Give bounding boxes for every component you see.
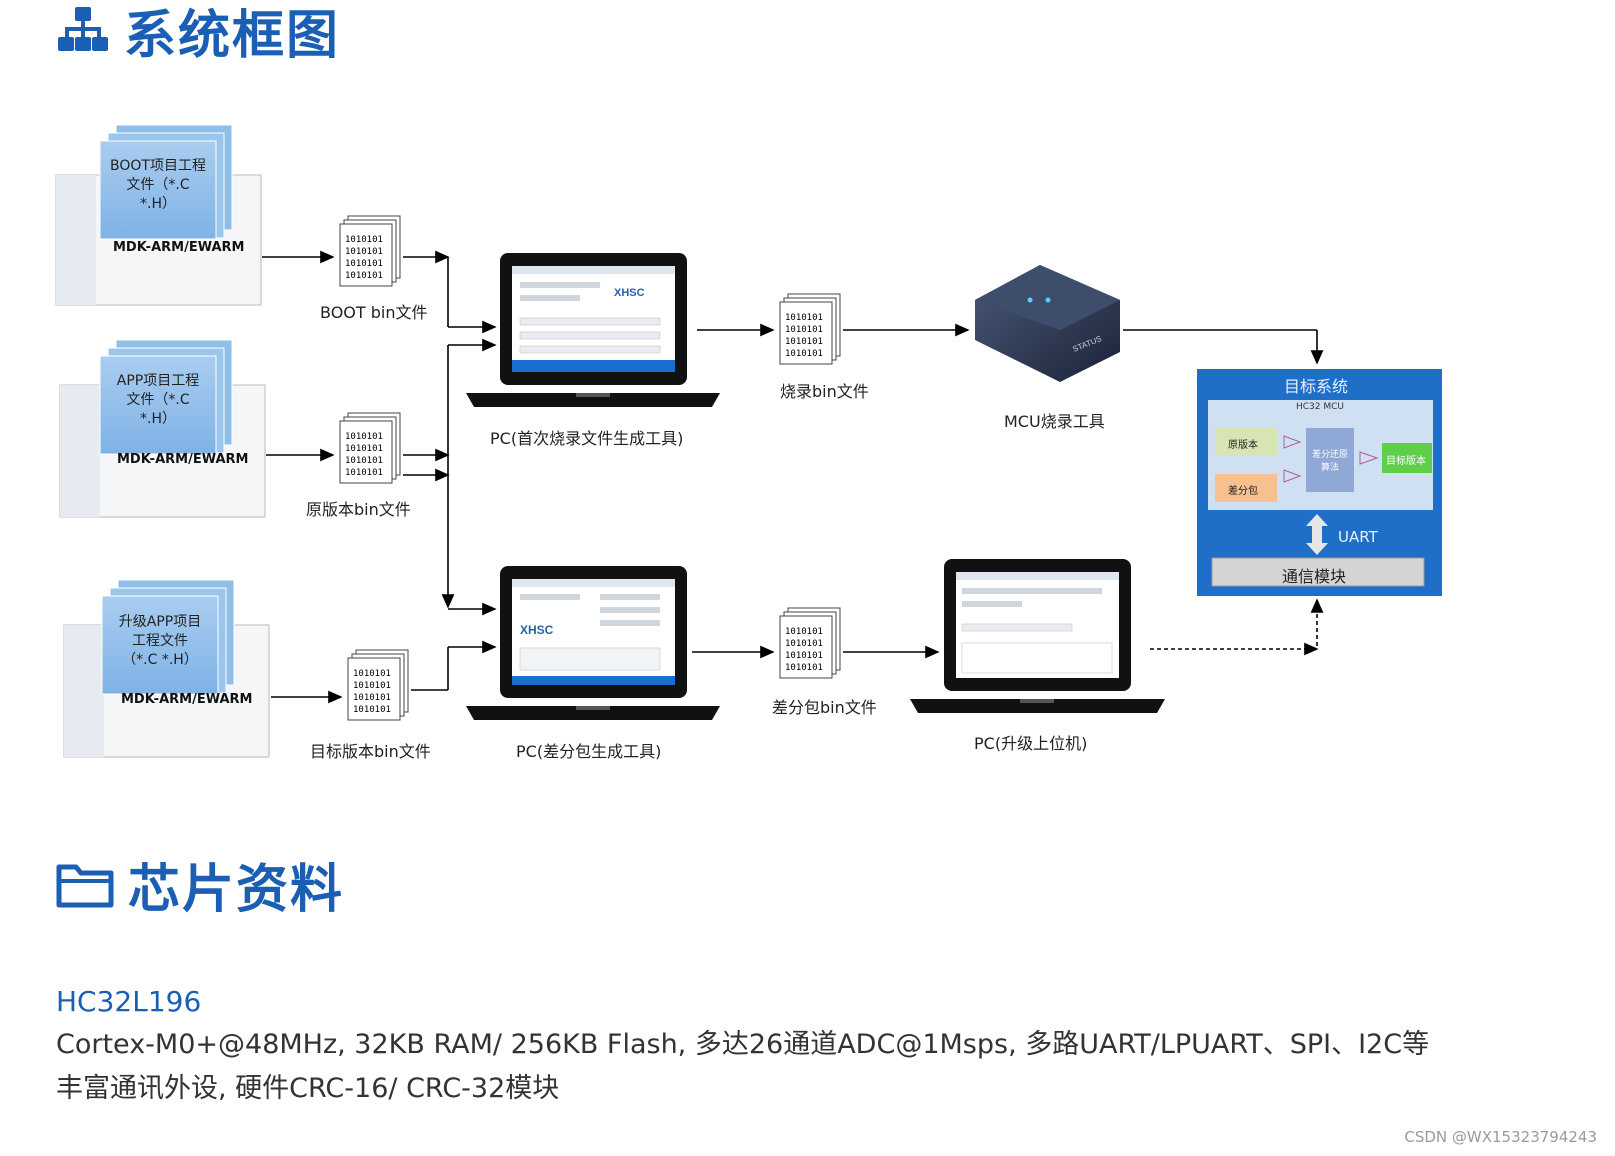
upgrade-project-label: 升级APP项目 工程文件 （*.C *.H） <box>118 614 202 668</box>
hierarchy-icon <box>58 7 108 51</box>
svg-text:1010101: 1010101 <box>345 259 383 269</box>
mcu-tool-label: MCU烧录工具 <box>1004 412 1105 431</box>
comm-module-block: 通信模块 <box>1282 567 1347 586</box>
target-version-block: 目标版本 <box>1386 456 1426 467</box>
svg-text:1010101: 1010101 <box>785 639 823 649</box>
section-title: 芯片资料 <box>128 859 345 920</box>
orig-bin-file-icon: 1010101 1010101 1010101 1010101 <box>339 412 401 484</box>
target-system-box <box>1197 369 1442 596</box>
svg-text:1010101: 1010101 <box>785 627 823 637</box>
boot-bin-file-icon: 1010101 1010101 1010101 1010101 <box>339 215 401 287</box>
mcu-label: HC32 MCU <box>1296 402 1345 412</box>
target-bin-label: 目标版本bin文件 <box>310 742 431 761</box>
diff-package-block: 差分包 <box>1228 486 1258 497</box>
svg-text:1010101: 1010101 <box>785 663 823 673</box>
svg-text:1010101: 1010101 <box>353 705 391 715</box>
target-bin-file-icon: 1010101 1010101 1010101 1010101 <box>347 649 409 721</box>
uart-label: UART <box>1338 528 1378 546</box>
svg-text:1010101: 1010101 <box>353 669 391 679</box>
svg-text:1010101: 1010101 <box>785 325 823 335</box>
laptop-upgrade-host <box>910 559 1165 713</box>
watermark: CSDN @WX15323794243 <box>1404 1128 1597 1146</box>
svg-text:1010101: 1010101 <box>345 468 383 478</box>
boot-project-files <box>55 124 262 306</box>
burn-bin-file-icon: 1010101 1010101 1010101 1010101 <box>779 293 841 365</box>
svg-text:1010101: 1010101 <box>353 681 391 691</box>
svg-text:1010101: 1010101 <box>345 247 383 257</box>
orig-version-block: 原版本 <box>1228 440 1258 451</box>
app-ide-label: MDK-ARM/EWARM <box>117 452 249 467</box>
svg-text:1010101: 1010101 <box>345 271 383 281</box>
boot-bin-label: BOOT bin文件 <box>320 303 428 322</box>
diff-restore-algo-block: 差分还原算法 <box>1311 450 1348 473</box>
boot-project-label: BOOT项目工程 文件（*.C *.H） <box>110 158 206 212</box>
svg-text:1010101: 1010101 <box>353 693 391 703</box>
target-system-title: 目标系统 <box>1284 377 1349 396</box>
laptop-first-burn-tool: XHSC <box>466 253 720 407</box>
orig-bin-label: 原版本bin文件 <box>306 500 411 519</box>
app-project-files <box>59 339 266 518</box>
svg-text:1010101: 1010101 <box>785 349 823 359</box>
chip-name-link[interactable]: HC32L196 <box>56 985 202 1018</box>
upgrade-project-files <box>63 579 270 758</box>
svg-text:1010101: 1010101 <box>345 444 383 454</box>
section-title: 系统框图 <box>124 5 341 66</box>
pc-diff-label: PC(差分包生成工具) <box>516 742 662 761</box>
svg-text:1010101: 1010101 <box>785 651 823 661</box>
svg-text:XHSC: XHSC <box>614 287 645 299</box>
chip-description-line2: 丰富通讯外设, 硬件CRC-16/ CRC-32模块 <box>56 1073 560 1104</box>
boot-ide-label: MDK-ARM/EWARM <box>113 240 245 255</box>
svg-text:1010101: 1010101 <box>345 456 383 466</box>
pc-upgrade-label: PC(升级上位机) <box>974 734 1088 753</box>
svg-text:1010101: 1010101 <box>345 235 383 245</box>
chip-description-line1: Cortex-M0+@48MHz, 32KB RAM/ 256KB Flash,… <box>56 1029 1430 1060</box>
svg-text:1010101: 1010101 <box>345 432 383 442</box>
folder-icon <box>56 864 114 908</box>
diff-bin-label: 差分包bin文件 <box>772 698 877 717</box>
pc-first-burn-label: PC(首次烧录文件生成工具) <box>490 429 684 448</box>
mcu-burn-tool-device: STATUS <box>975 265 1120 382</box>
svg-text:1010101: 1010101 <box>785 337 823 347</box>
laptop-diff-tool: XHSC <box>466 566 720 720</box>
upgrade-ide-label: MDK-ARM/EWARM <box>121 692 253 707</box>
svg-text:1010101: 1010101 <box>785 313 823 323</box>
connector-lines <box>262 250 1324 704</box>
chip-info-heading: 芯片资料 <box>56 852 344 920</box>
app-project-label: APP项目工程 文件（*.C *.H） <box>116 373 200 427</box>
diff-bin-file-icon: 1010101 1010101 1010101 1010101 <box>779 607 841 679</box>
system-block-diagram: 1010101 1010101 1010101 1010101 1010101 … <box>55 124 1442 758</box>
burn-bin-label: 烧录bin文件 <box>780 382 869 401</box>
svg-text:XHSC: XHSC <box>520 623 554 637</box>
system-diagram-heading: 系统框图 <box>56 0 340 66</box>
